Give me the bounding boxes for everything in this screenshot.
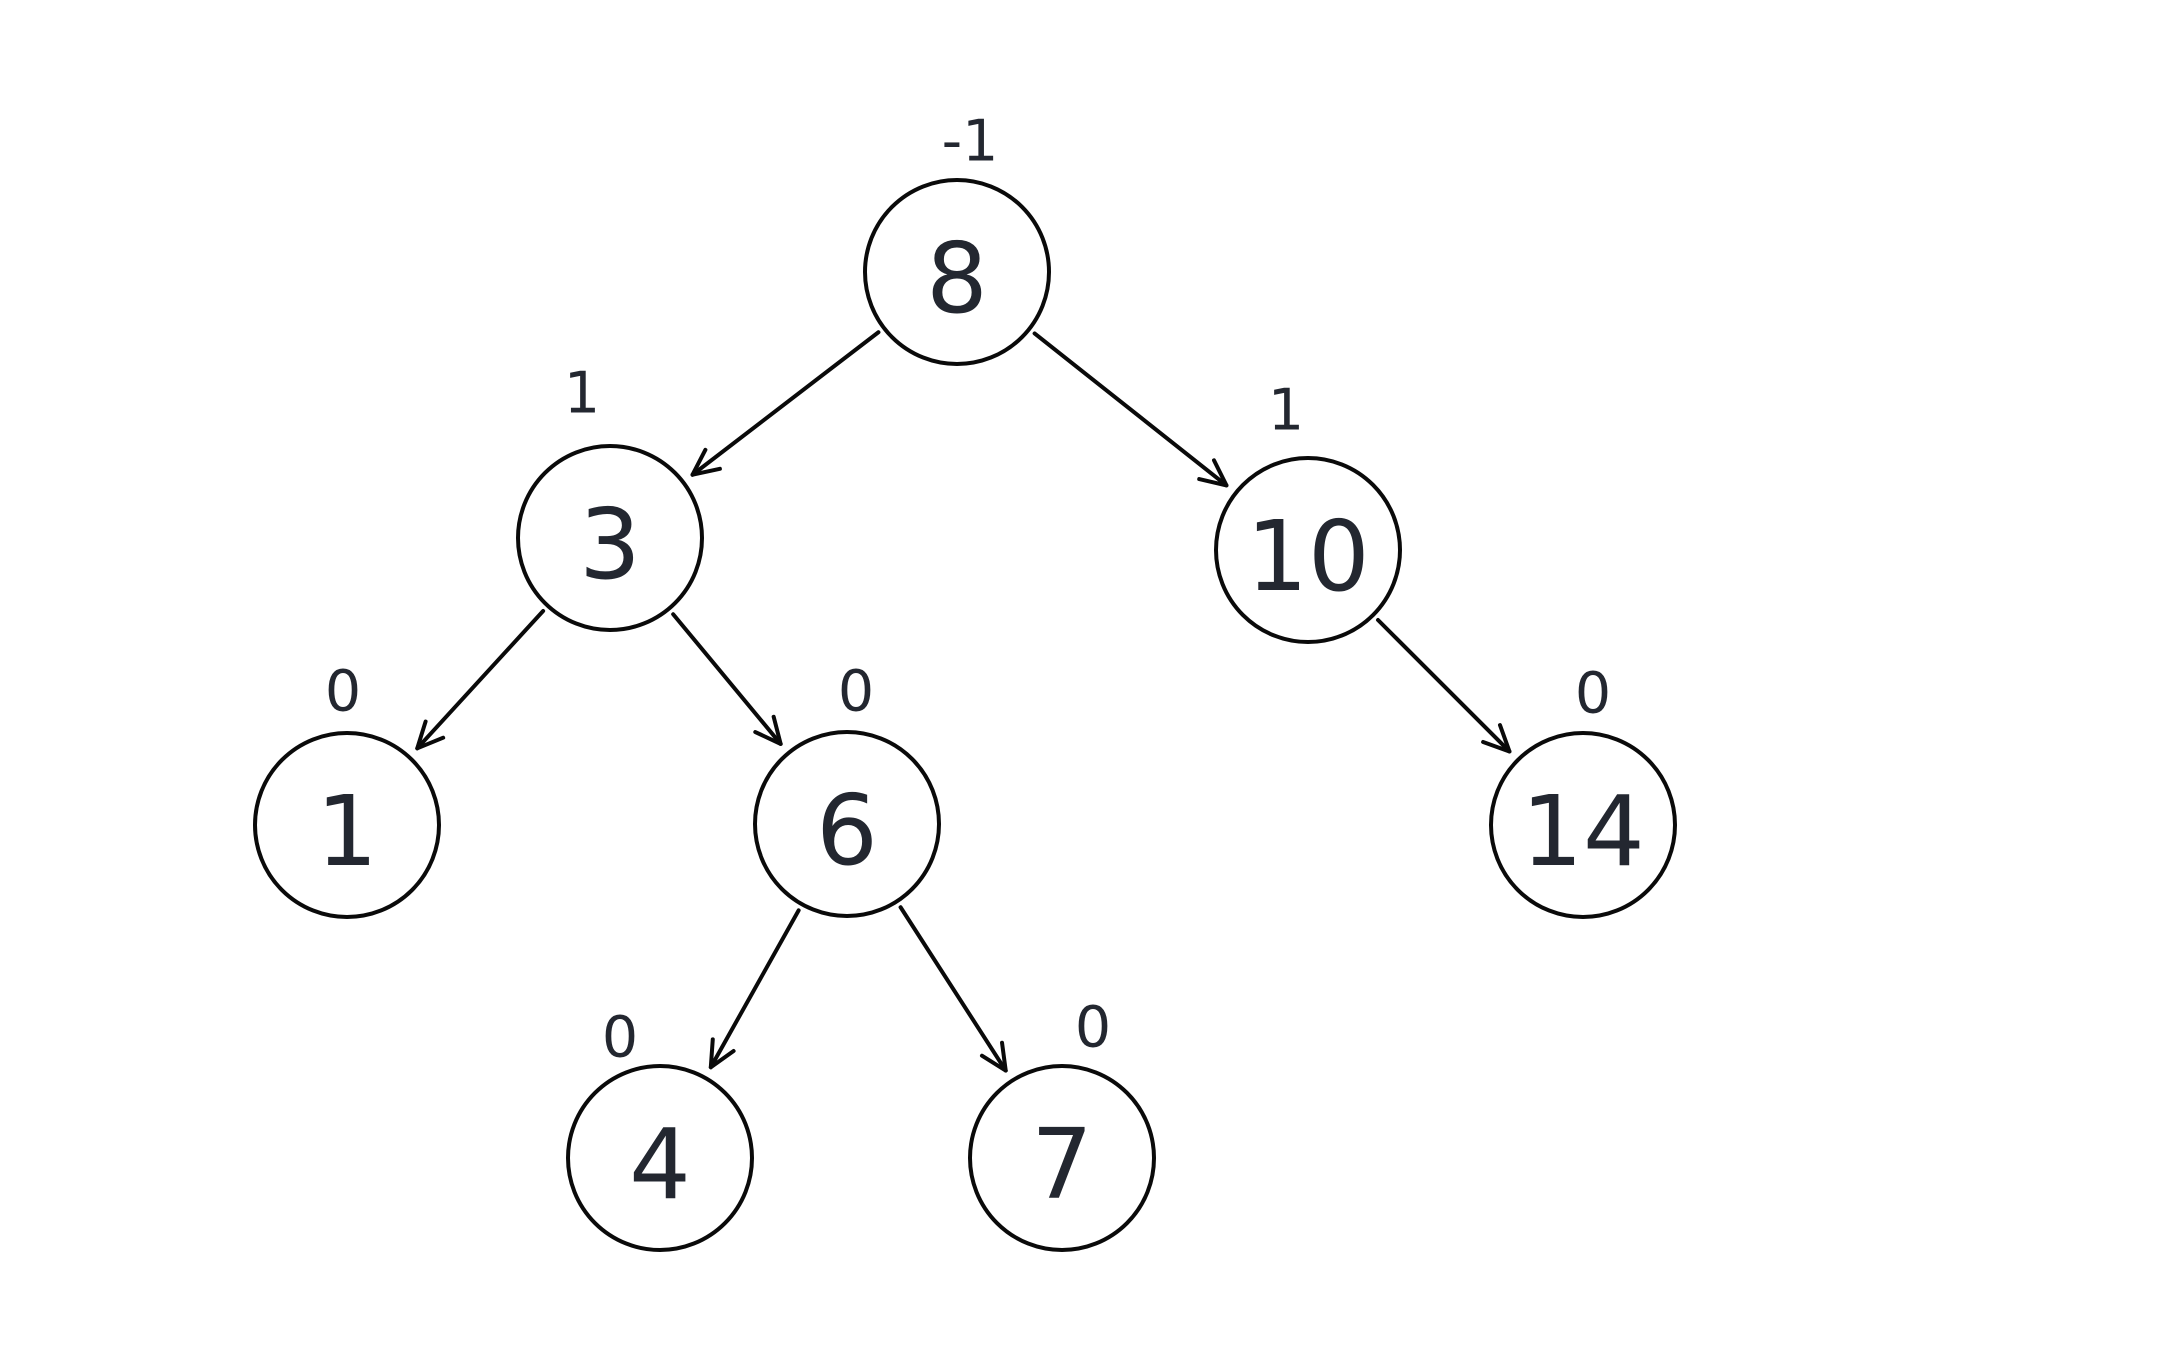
node-value: 6 (816, 774, 878, 887)
node-circle (566, 1064, 754, 1252)
node-circle (1214, 456, 1402, 644)
node-circle (253, 731, 441, 919)
node-value: 8 (926, 222, 988, 335)
tree-edge-10-14 (1376, 618, 1512, 754)
tree-node-8: 8 -1 (863, 109, 1051, 366)
tree-edge-6-7 (898, 905, 1008, 1073)
balance-label: 0 (325, 659, 361, 725)
edge-line (1032, 331, 1229, 488)
balance-label: 0 (602, 1005, 638, 1071)
balance-label: 0 (838, 659, 874, 725)
node-circle (968, 1064, 1156, 1252)
tree-node-14: 14 0 (1489, 661, 1677, 919)
balance-label: 0 (1575, 661, 1611, 727)
node-value: 3 (579, 488, 641, 601)
tree-edge-8-3 (690, 330, 881, 477)
node-value: 10 (1246, 500, 1369, 613)
tree-node-3: 31 (516, 361, 704, 632)
tree-node-4: 40 (566, 1005, 754, 1252)
balance-label: 1 (1268, 378, 1304, 444)
edge-arrowhead-icon (415, 719, 446, 751)
node-circle (863, 178, 1051, 366)
edge-line (690, 330, 881, 477)
tree-edge-3-6 (671, 612, 783, 746)
edge-arrowhead-icon (979, 1040, 1008, 1073)
node-value: 4 (629, 1108, 691, 1221)
tree-edge-6-4 (708, 908, 801, 1070)
edge-line (708, 908, 801, 1070)
edge-arrowhead-icon (1197, 458, 1229, 488)
edge-line (415, 608, 546, 751)
edge-arrowhead-icon (690, 447, 722, 477)
balance-label: 0 (1075, 995, 1111, 1061)
tree-node-7: 70 (968, 995, 1156, 1252)
balance-label: -1 (942, 109, 999, 175)
edge-line (898, 905, 1008, 1073)
edge-line (1376, 618, 1512, 754)
node-circle (753, 730, 941, 918)
tree-edge-8-10 (1032, 331, 1229, 488)
edge-arrowhead-icon (708, 1037, 736, 1070)
edge-arrowhead-icon (753, 714, 783, 746)
tree-edge-3-1 (415, 608, 546, 751)
tree-node-6: 60 (753, 659, 941, 918)
node-circle (516, 444, 704, 632)
node-value: 1 (316, 775, 378, 888)
balance-label: 1 (564, 361, 600, 427)
node-value: 7 (1031, 1108, 1093, 1221)
edge-line (671, 612, 783, 746)
tree-node-1: 10 (253, 659, 441, 919)
edge-arrowhead-icon (1481, 723, 1512, 754)
node-circle (1489, 731, 1677, 919)
node-value: 14 (1521, 775, 1644, 888)
tree-node-10: 10 1 (1214, 378, 1402, 644)
